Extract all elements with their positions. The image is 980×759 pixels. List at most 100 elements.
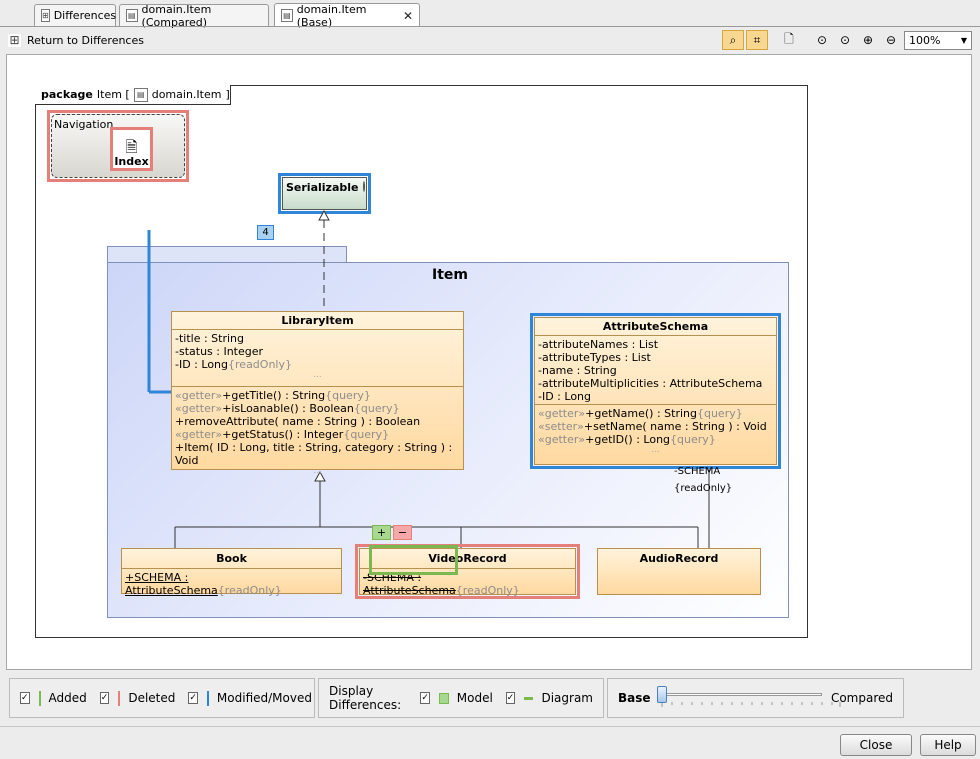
zoom-in-icon: ⊕ (862, 33, 874, 47)
modified-label: Modified/Moved (216, 691, 312, 705)
operation[interactable]: «getter»+isLoanable() : Boolean{query} (175, 402, 400, 415)
navigation-title: Navigation (54, 118, 114, 131)
deleted-marker[interactable]: − (393, 525, 412, 540)
zoom-select[interactable]: 100% ▼ (904, 31, 972, 50)
model-label: Model (456, 691, 493, 705)
tab-divider (0, 26, 980, 27)
tab-base[interactable]: ▤ domain.Item (Base) ✕ (274, 3, 420, 29)
slider-ticks (661, 702, 841, 707)
document-icon: 🗎 (125, 138, 138, 156)
attribute-modifier: {readOnly} (217, 584, 282, 597)
package-frame-header: package Item [ ▤ domain.Item ] (35, 85, 231, 105)
magnify-icon: ⌕ (729, 32, 737, 47)
attribute[interactable]: -attributeMultiplicities : AttributeSche… (538, 377, 763, 390)
package-frame[interactable] (35, 85, 808, 638)
class-name: VideoRecord (428, 552, 507, 565)
attribute-schema-class[interactable]: AttributeSchema -attributeNames : List -… (534, 317, 777, 465)
frame-close: ] (225, 88, 230, 101)
close-button[interactable]: Close (840, 734, 912, 756)
video-record-highlight (355, 544, 580, 599)
deleted-label: Deleted (128, 691, 176, 705)
model-icon (438, 692, 449, 704)
added-swatch (38, 690, 41, 706)
deleted-checkbox[interactable]: ✓ (99, 692, 110, 704)
zoom-out-icon: ⊖ (885, 33, 897, 47)
attribute[interactable]: -ID : Long (538, 390, 592, 403)
navigation-highlight (47, 110, 189, 182)
compared-label: Compared (830, 691, 893, 705)
attribute-schema-highlight (530, 313, 781, 469)
schema-readonly-label: {readOnly} (674, 483, 733, 494)
added-element-highlight (369, 545, 458, 575)
schema-role-label: -SCHEMA (674, 466, 721, 477)
help-button[interactable]: Help (920, 734, 976, 756)
class-name: Book (216, 552, 247, 565)
modified-checkbox[interactable]: ✓ (188, 692, 198, 704)
page-button[interactable]: 🗋 (778, 30, 800, 50)
modified-swatch (206, 690, 209, 706)
book-class[interactable]: Book +SCHEMA : AttributeSchema{readOnly} (121, 548, 342, 597)
diagram-icon: ▤ (133, 87, 148, 102)
crop-button[interactable]: ⌗ (746, 30, 768, 50)
zoom-actual-icon: ⊙ (839, 33, 851, 47)
more-ellipsis: ... (651, 445, 660, 455)
audio-record-class[interactable]: AudioRecord (597, 548, 761, 595)
return-label: Return to Differences (27, 33, 144, 47)
attributes-section: -attributeNames : List -attributeTypes :… (535, 335, 776, 404)
magnify-select-button[interactable]: ⌕ (722, 30, 744, 50)
tab-differences[interactable]: ⊞ Differences (34, 4, 116, 26)
tab-label: Differences (53, 9, 117, 22)
return-to-differences-button[interactable]: ⊞ Return to Differences (8, 31, 144, 49)
attribute[interactable]: -name : String (538, 364, 617, 377)
slider-thumb[interactable] (656, 686, 667, 703)
attribute[interactable]: -title : String (175, 332, 245, 345)
tree-icon: ⊞ (8, 33, 21, 47)
footer-divider (0, 726, 980, 727)
operations-section: «getter»+getTitle() : String{query} «get… (172, 386, 463, 477)
attribute[interactable]: +SCHEMA : AttributeSchema (125, 571, 218, 597)
base-compared-slider-group: Base Compared (607, 678, 904, 718)
library-item-class[interactable]: LibraryItem -title : String -status : In… (171, 311, 464, 476)
added-label: Added (48, 691, 87, 705)
attribute[interactable]: -attributeNames : List (538, 338, 659, 351)
attribute-modifier: {readOnly} (455, 584, 520, 597)
diagram-icon: ▤ (126, 9, 138, 22)
display-differences-group: Display Differences: ✓ Model ✓ Diagram (318, 678, 604, 718)
serializable-interface[interactable]: Serializable (282, 177, 367, 210)
frame-keyword: package (41, 88, 93, 101)
operation[interactable]: +removeAttribute( name : String ) : Bool… (175, 415, 421, 428)
tab-compared[interactable]: ▤ domain.Item (Compared) (119, 2, 269, 29)
class-name: AttributeSchema (602, 320, 709, 333)
operation[interactable]: «getter»+getID() : Long{query} (538, 433, 716, 446)
legend-group: ✓ Added ✓ Deleted ✓ Modified/Moved (9, 678, 315, 718)
model-checkbox[interactable]: ✓ (420, 692, 430, 704)
added-marker[interactable]: + (372, 525, 391, 540)
zoom-fit-icon: ⊙ (816, 33, 828, 47)
attribute[interactable]: -status : Integer (175, 345, 264, 358)
added-checkbox[interactable]: ✓ (20, 692, 30, 704)
attribute[interactable]: -attributeTypes : List (538, 351, 651, 364)
operation[interactable]: +Item( ID : Long, title : String, catego… (175, 441, 453, 467)
zoom-actual-button[interactable]: ⊙ (834, 30, 856, 50)
page-icon: 🗋 (784, 31, 794, 46)
base-label: Base (618, 691, 651, 705)
diagram-checkbox[interactable]: ✓ (505, 692, 516, 704)
operations-section: «getter»+getName() : String{query} «sett… (535, 404, 776, 456)
attribute[interactable]: -ID : Long{readOnly} (175, 358, 292, 371)
operation[interactable]: «setter»+setName( name : String ) : Void (538, 420, 767, 433)
operation[interactable]: «getter»+getStatus() : Integer{query} (175, 428, 390, 441)
tab-label: domain.Item (Compared) (141, 2, 212, 29)
index-element[interactable]: 🗎 Index (110, 127, 153, 171)
operation[interactable]: «getter»+getName() : String{query} (538, 407, 743, 420)
display-differences-label: Display Differences: (329, 684, 402, 712)
zoom-in-button[interactable]: ⊕ (857, 30, 879, 50)
item-package-label: Item (432, 267, 468, 283)
base-compared-slider[interactable] (656, 684, 841, 712)
zoom-fit-button[interactable]: ⊙ (811, 30, 833, 50)
class-name: AudioRecord (639, 552, 719, 565)
operation[interactable]: «getter»+getTitle() : String{query} (175, 389, 371, 402)
difference-count-badge[interactable]: 4 (257, 225, 274, 240)
close-tab-icon[interactable]: ✕ (402, 8, 413, 23)
zoom-out-button[interactable]: ⊖ (880, 30, 902, 50)
